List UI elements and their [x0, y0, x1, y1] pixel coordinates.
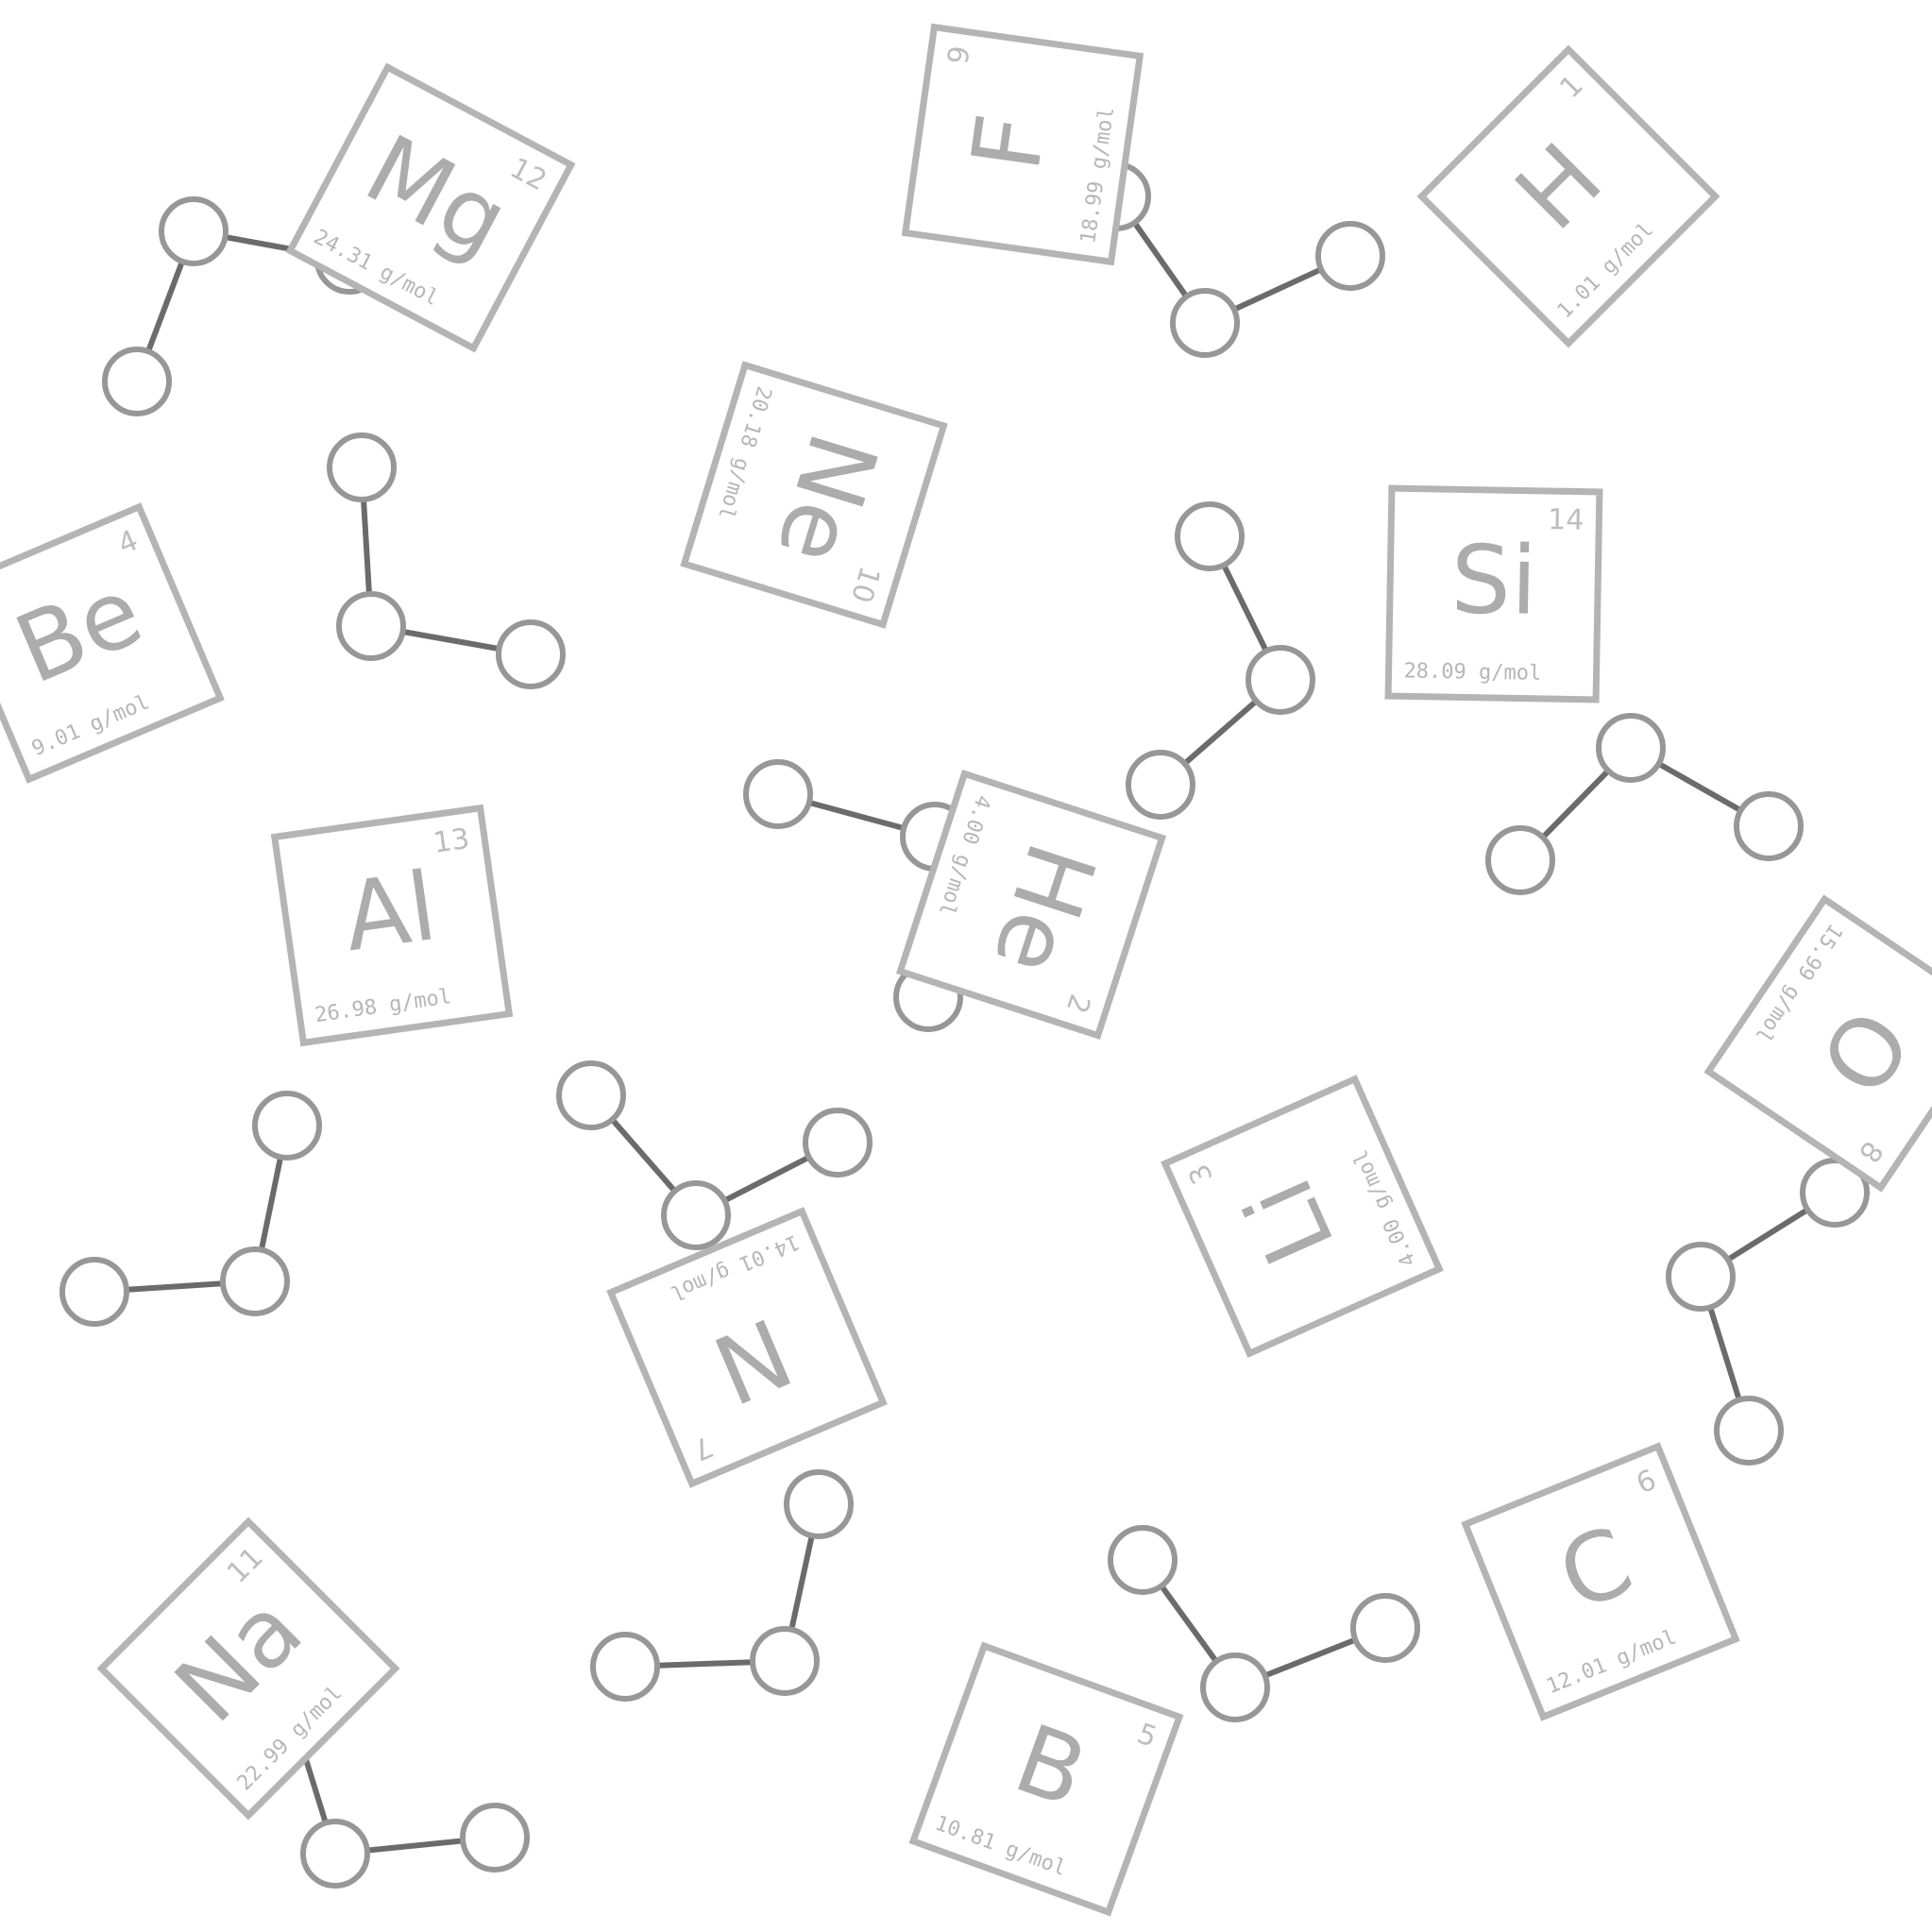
atom-icon [300, 1819, 370, 1889]
atom-icon [1246, 645, 1315, 715]
atom-icon [1170, 288, 1240, 358]
element-tile-si: Si 14 28.09 g/mol [1384, 484, 1603, 703]
atomic-number: 13 [432, 822, 472, 860]
element-tile-o: O 8 15.99 g/mol [1703, 894, 1932, 1193]
element-tile-na: Na 11 22.99 g/mol [96, 1517, 400, 1821]
atom-icon [1485, 825, 1555, 895]
atom-icon [252, 1091, 322, 1161]
atom-icon [1596, 713, 1666, 783]
atom-icon [1315, 221, 1385, 291]
atom-icon [1175, 501, 1245, 571]
atom-icon [556, 1060, 626, 1130]
atom-icon [460, 1803, 530, 1873]
atom-icon [1734, 791, 1804, 861]
molecule-icon [590, 1469, 854, 1702]
atomic-number: 9 [941, 43, 976, 66]
element-tile-li: Li 3 4.00 g/mol [1161, 1075, 1444, 1358]
element-tile-h: H 1 1.01 g/mol [1416, 44, 1720, 348]
molecule-icon [59, 1091, 322, 1327]
atom-icon [784, 1469, 854, 1539]
element-tile-he: He 2 4.00 g/mol [895, 769, 1167, 1041]
element-symbol: Al [337, 851, 443, 973]
atom-icon [1200, 1652, 1270, 1722]
atom-icon [496, 619, 566, 689]
atom-icon [102, 347, 172, 416]
atom-icon [220, 1246, 290, 1316]
atom-icon [1714, 1396, 1784, 1466]
element-symbol: Si [1450, 524, 1538, 636]
molecule-icon [327, 432, 566, 689]
molecule-icon [556, 1060, 873, 1250]
atomic-number: 14 [1548, 503, 1585, 537]
atom-icon [59, 1257, 129, 1327]
atom-icon [336, 591, 406, 661]
molecule-icon [1485, 713, 1804, 895]
element-tile-be: Be 4 9.01 g/mol [0, 502, 225, 784]
molecule-icon [1108, 1525, 1420, 1722]
element-tile-layer: H 1 1.01 g/mol He 2 4.00 g/mol Li 3 4.00… [0, 23, 1932, 1917]
atom-icon [661, 1180, 731, 1250]
atomic-mass: 28.09 g/mol [1403, 659, 1541, 686]
atom-icon [327, 432, 397, 502]
atom-icon [1108, 1525, 1178, 1595]
molecule-icon [1666, 1158, 1870, 1466]
element-tile-n: N 7 14.01 g/mol [606, 1207, 888, 1488]
element-tile-al: Al 13 26.98 g/mol [270, 804, 514, 1047]
atom-icon [1126, 750, 1195, 820]
atom-icon [1350, 1593, 1420, 1663]
molecule-icon [1126, 501, 1315, 820]
atom-icon [743, 759, 813, 829]
atom-icon [159, 196, 229, 266]
atom-icon [803, 1108, 873, 1178]
element-tile-f: F 9 18.99 g/mol [901, 23, 1144, 266]
element-tile-ne: Ne 10 20.18 g/mol [680, 361, 948, 629]
element-tile-mg: Mg 12 24.31 g/mol [285, 62, 576, 353]
atom-icon [750, 1626, 820, 1696]
molecule-icon [1081, 161, 1385, 358]
atom-icon [590, 1632, 660, 1702]
atom-icon [1666, 1242, 1736, 1312]
element-tile-c: C 6 12.01 g/mol [1461, 1442, 1740, 1721]
element-tile-b: B 5 10.81 g/mol [908, 1641, 1184, 1917]
